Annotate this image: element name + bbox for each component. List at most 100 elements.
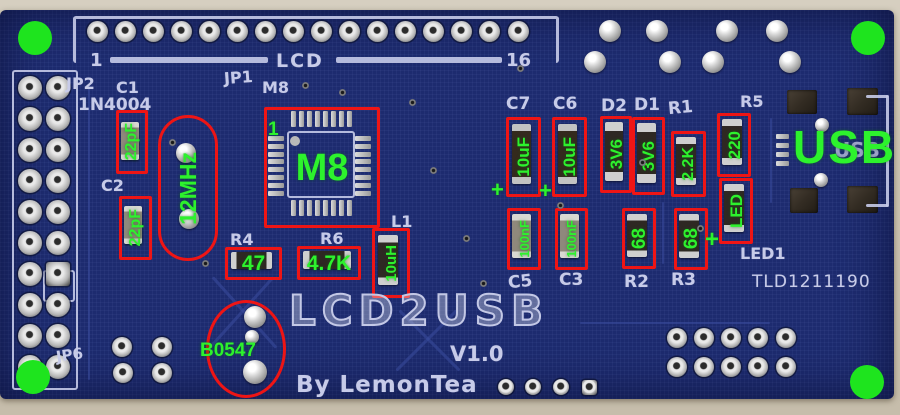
c2-annotation-box: 22pF [119, 196, 152, 260]
mcu-pin-pad [268, 182, 284, 188]
mcu-pin-pad [355, 136, 371, 141]
r5-value-label: 220 [724, 130, 744, 160]
header-pad [282, 20, 304, 42]
bottom-left-pad [113, 363, 133, 383]
r5-resistor-body [722, 119, 742, 165]
left-connector-pad [18, 76, 42, 100]
mcu-pin1-label: 1 [268, 119, 279, 140]
mcu-pin-pad [355, 182, 371, 188]
corner-marker-bottom-right [850, 365, 884, 399]
mcu-outline [287, 131, 355, 198]
left-connector-pad [46, 231, 70, 255]
r4-resistor-body [231, 252, 272, 269]
left-connector-pad [18, 169, 42, 193]
header-pad [423, 20, 445, 42]
usb-signal-pad [776, 143, 789, 148]
c6-plus-mark: + [539, 178, 552, 203]
via [301, 81, 309, 89]
header-pad [142, 20, 164, 42]
header-pad [86, 20, 108, 42]
c2-label: C2 [101, 176, 124, 195]
left-connector-pad [18, 262, 42, 286]
mcu-pin-pad [268, 190, 284, 196]
mcu-pin-pad [355, 159, 371, 165]
c6-label: C6 [553, 94, 578, 114]
via [556, 201, 564, 209]
bottom-center-pad [553, 379, 569, 395]
r6-value-label: 4.7K [306, 251, 352, 275]
mcu-pin-pad [331, 111, 336, 127]
r2-resistor-body [627, 214, 647, 257]
c1-capacitor-body [121, 122, 139, 160]
mcu-pin-pad [339, 111, 344, 127]
mcu-pin-pad [347, 111, 352, 127]
lcd-header-pin1-label: 1 [90, 50, 103, 71]
header-pad [367, 20, 389, 42]
c7-plus-mark: + [491, 177, 504, 202]
transistor-annotation-outline [206, 300, 286, 398]
mcu-pin-pad [291, 200, 296, 216]
header-pad [507, 20, 529, 42]
usb-mount-pad [790, 188, 818, 213]
mcu-pin-pad [307, 111, 312, 127]
mcu-pin-pad [355, 151, 371, 157]
usb-silk-label: USB [834, 138, 880, 162]
r2-annotation-box: 68 [622, 208, 656, 269]
mcu-annotation-box: M8 [264, 107, 380, 228]
solder-blob-pad [702, 51, 724, 73]
board-title: LCD2USB [288, 285, 550, 336]
c7-annotation-box: 10uF [506, 117, 541, 197]
bottom-right-pad [694, 357, 714, 377]
left-connector-pad [46, 324, 70, 348]
left-connector-pad [46, 262, 70, 286]
via [516, 64, 524, 72]
c3-capacitor-body [560, 214, 579, 258]
d2-annotation-box: 3V6 [600, 116, 632, 193]
via [408, 98, 416, 106]
lcd-header-line [110, 57, 268, 63]
header-pad [395, 20, 417, 42]
mcu-pin-pad [339, 200, 344, 216]
r1-annotation-box: 2.2K [671, 131, 706, 197]
r4-value-label: 47 [241, 252, 266, 275]
left-connector-pad [46, 76, 70, 100]
usb-signal-pad [776, 161, 789, 166]
l1-value-label: 10uH [382, 244, 400, 282]
r6-resistor-body [303, 251, 351, 269]
c7-capacitor-body [512, 124, 531, 184]
r5-label: R5 [740, 92, 764, 111]
d2-label: D2 [601, 96, 627, 116]
bottom-right-pad [748, 357, 768, 377]
left-connector-pad [18, 138, 42, 162]
header-pad [479, 20, 501, 42]
left-connector-pad [46, 293, 70, 317]
corner-marker-top-left [18, 21, 52, 55]
solder-blob-pad [584, 51, 606, 73]
left-connector-pad [18, 200, 42, 224]
left-connector-pad [46, 169, 70, 193]
transistor-value-label: B0547 [200, 340, 256, 361]
r2-label: R2 [624, 272, 649, 292]
r3-resistor-body [679, 214, 699, 258]
c1-label: C1 [116, 78, 139, 97]
solder-blob-pad [659, 51, 681, 73]
bottom-right-pad [694, 328, 714, 348]
r3-label: R3 [671, 270, 696, 290]
c3-value-label: 100nF [564, 220, 579, 258]
header-pad [339, 20, 361, 42]
board-version: V1.0 [450, 342, 504, 366]
left-connector-pad [18, 107, 42, 131]
via [168, 138, 176, 146]
crystal-annotation-box: 12MHz [158, 115, 218, 261]
mcu-pin-pad [299, 111, 304, 127]
mcu-pin-pad [299, 200, 304, 216]
solder-blob-pad [779, 51, 801, 73]
c3-label: C3 [559, 270, 584, 290]
mcu-pin-pad [355, 175, 371, 180]
usb-hole-pad [814, 173, 828, 187]
lcd-header-line [336, 57, 502, 63]
header-pad [170, 20, 192, 42]
r6-label: R6 [320, 229, 344, 248]
trace [770, 118, 772, 203]
mcu-pin-pad [347, 200, 352, 216]
